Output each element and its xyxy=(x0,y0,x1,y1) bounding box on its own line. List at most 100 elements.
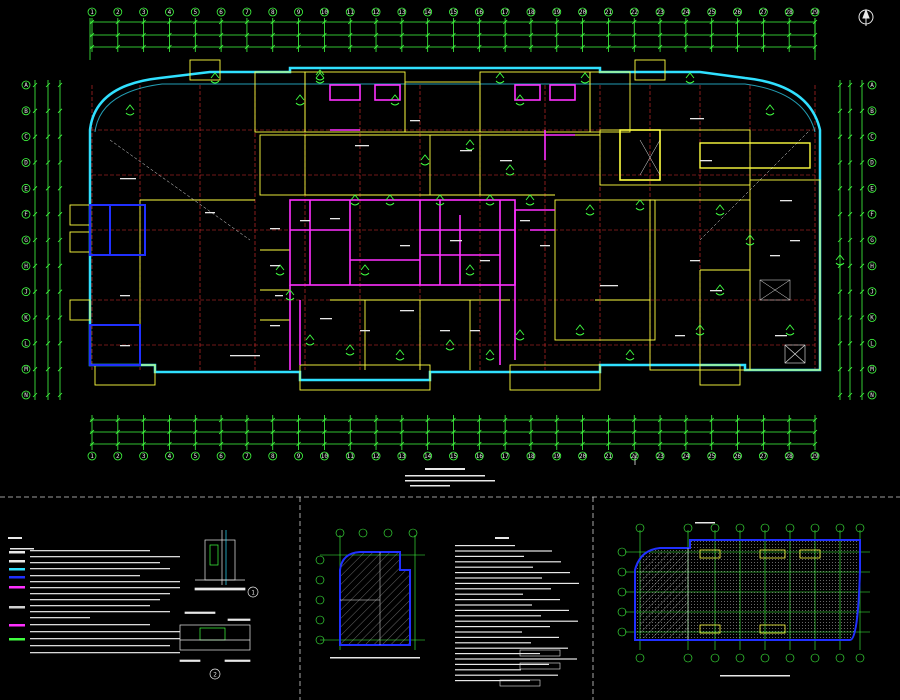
grid-bubble-icon xyxy=(190,7,200,17)
grid-bubble-icon xyxy=(810,451,820,461)
grid-bubble-icon xyxy=(139,7,149,17)
grid-bubble-label: 11 xyxy=(347,9,355,16)
grid-bubble-icon xyxy=(21,132,31,142)
grid-bubble-icon xyxy=(87,7,97,17)
grid-bubble-icon xyxy=(867,209,877,219)
grid-bubble-label: 15 xyxy=(450,9,458,16)
grid-bubble-icon xyxy=(113,451,123,461)
grid-bubble-icon xyxy=(867,338,877,348)
grid-bubble-icon xyxy=(629,7,639,17)
grid-bubble-icon xyxy=(867,261,877,271)
grid-bubble-icon xyxy=(500,7,510,17)
grid-bubble-label: 6 xyxy=(219,9,223,16)
grid-bubble-label: E xyxy=(24,185,28,192)
grid-bubble-icon xyxy=(21,183,31,193)
top-dimension-lines xyxy=(89,18,818,60)
grid-bubble-icon xyxy=(190,451,200,461)
grid-bubble-label: 18 xyxy=(527,9,535,16)
grid-bubble-label: 9 xyxy=(297,9,301,16)
grid-bubble-label: 22 xyxy=(631,453,639,460)
grid-bubble-label: E xyxy=(870,185,874,192)
grid-bubble-label: 17 xyxy=(502,9,510,16)
grid-bubble-label: G xyxy=(870,237,874,244)
grid-bubble-label: 4 xyxy=(168,9,172,16)
grid-bubble-label: 29 xyxy=(811,453,819,460)
grid-bubble-icon xyxy=(21,158,31,167)
grid-bubble-label: C xyxy=(24,134,28,141)
grid-bubble-label: N xyxy=(24,392,28,399)
grid-bubble-label: 8 xyxy=(271,9,275,16)
grid-bubble-icon xyxy=(165,451,174,461)
grid-bubble-label: 10 xyxy=(321,453,329,460)
grid-bubble-label: 28 xyxy=(786,9,794,16)
grid-bubble-label: L xyxy=(24,340,28,347)
grid-bubble-icon xyxy=(21,364,31,374)
grid-bubble-label: 3 xyxy=(142,9,146,16)
grid-bubble-icon xyxy=(87,451,97,461)
grid-bubble-label: 7 xyxy=(245,9,249,16)
grid-bubble-icon xyxy=(867,364,877,374)
grid-bubble-label: 23 xyxy=(656,453,664,460)
grid-bubble-icon xyxy=(733,451,742,461)
grid-bubble-icon xyxy=(345,7,355,17)
grid-bubble-icon xyxy=(371,7,381,17)
legend-notes xyxy=(8,537,180,654)
grid-bubble-label: D xyxy=(870,160,874,167)
grid-bubble-label: 21 xyxy=(605,453,613,460)
grid-bubble-icon xyxy=(733,7,742,17)
grid-bubble-label: D xyxy=(24,160,28,167)
detail-1: 1 xyxy=(194,530,259,598)
main-floor-plan: 1122334455667788991010111112121313141415… xyxy=(21,7,877,487)
grid-bubble-icon xyxy=(867,106,877,116)
grid-bubble-icon xyxy=(681,451,691,461)
grid-bubble-label: 28 xyxy=(786,453,794,460)
grid-bubble-icon xyxy=(604,7,613,17)
grid-bubble-label: H xyxy=(870,263,874,270)
grid-bubble-icon xyxy=(345,451,355,461)
grid-bubble-label: J xyxy=(870,289,874,296)
grid-bubble-icon xyxy=(113,7,123,17)
grid-bubble-label: 26 xyxy=(734,453,742,460)
magenta-partitions xyxy=(289,84,576,370)
grid-bubble-label: M xyxy=(24,366,28,373)
grid-bubble-label: 29 xyxy=(811,9,819,16)
grid-bubble-label: 12 xyxy=(372,453,380,460)
grid-bubble-label: 4 xyxy=(168,453,172,460)
grid-bubble-icon xyxy=(268,7,278,17)
roof-plan-small xyxy=(617,522,870,677)
grid-bubble-label: 3 xyxy=(142,453,146,460)
stair-icon xyxy=(109,129,811,301)
grid-bubble-icon xyxy=(784,451,794,461)
grid-bubble-icon xyxy=(21,261,31,271)
grid-bubble-icon xyxy=(397,451,407,461)
grid-bubble-icon xyxy=(449,7,458,17)
grid-bubble-icon xyxy=(216,7,226,17)
grid-bubble-label: B xyxy=(870,108,874,115)
grid-bubble-icon xyxy=(294,7,303,17)
grid-bubble-icon xyxy=(604,451,613,461)
grid-bubble-icon xyxy=(242,7,252,17)
structural-grid xyxy=(91,85,816,370)
grid-bubble-label: 26 xyxy=(734,9,742,16)
grid-bubble-label: 20 xyxy=(579,453,587,460)
grid-bubble-label: 14 xyxy=(424,9,432,16)
grid-bubble-label: 24 xyxy=(682,453,690,460)
grid-bubble-icon xyxy=(784,7,794,17)
grid-bubble-label: J xyxy=(24,289,28,296)
grid-bubble-icon xyxy=(21,287,31,297)
grid-bubble-icon xyxy=(21,106,31,116)
grid-bubble-icon xyxy=(21,338,31,348)
grid-bubble-icon xyxy=(867,313,877,322)
room-labels xyxy=(120,118,800,357)
grid-bubble-icon xyxy=(474,451,484,461)
grid-bubble-icon xyxy=(867,183,877,193)
north-arrow-icon xyxy=(858,8,874,26)
grid-bubble-icon xyxy=(500,451,510,461)
grid-bubble-label: F xyxy=(24,211,28,218)
grid-bubble-icon xyxy=(397,7,407,17)
grid-bubble-label: 22 xyxy=(631,9,639,16)
grid-bubble-icon xyxy=(867,235,877,245)
grid-bubble-label: 2 xyxy=(116,9,120,16)
grid-bubble-label: 1 xyxy=(90,9,94,16)
grid-bubble-label: A xyxy=(870,82,874,89)
